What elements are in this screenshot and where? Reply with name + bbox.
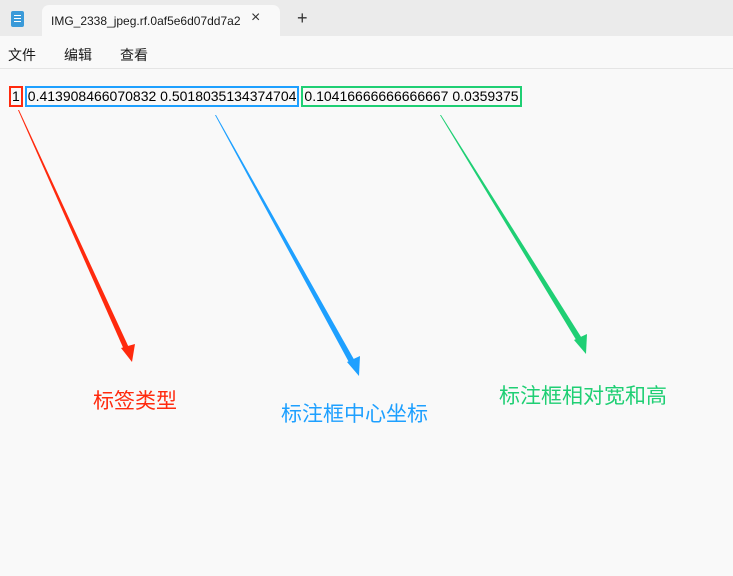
blue-arrow <box>215 115 360 376</box>
menu-edit[interactable]: 编辑 <box>64 47 92 63</box>
menu-file[interactable]: 文件 <box>8 47 36 63</box>
size-box: 0.10416666666666667 0.0359375 <box>301 86 522 107</box>
menu-view[interactable]: 查看 <box>120 47 148 63</box>
class-id-box: 1 <box>9 86 23 107</box>
class-label: 标签类型 <box>93 390 177 413</box>
center-label: 标注框中心坐标 <box>281 403 428 426</box>
menu-bar: 文件 编辑 查看 <box>0 36 733 69</box>
tab-title: IMG_2338_jpeg.rf.0af5e6d07dd7a2 <box>51 14 241 28</box>
close-icon[interactable]: × <box>251 9 261 26</box>
green-arrow <box>440 115 587 354</box>
tab-bar: IMG_2338_jpeg.rf.0af5e6d07dd7a2 × + <box>0 0 733 36</box>
center-box: 0.413908466070832 0.5018035134374704 <box>24 86 300 107</box>
notepad-icon <box>11 11 24 27</box>
new-tab-button[interactable]: + <box>297 8 308 28</box>
size-label: 标注框相对宽和高 <box>499 385 667 408</box>
tab-file[interactable]: IMG_2338_jpeg.rf.0af5e6d07dd7a2 × <box>42 5 280 36</box>
red-arrow <box>18 110 135 362</box>
